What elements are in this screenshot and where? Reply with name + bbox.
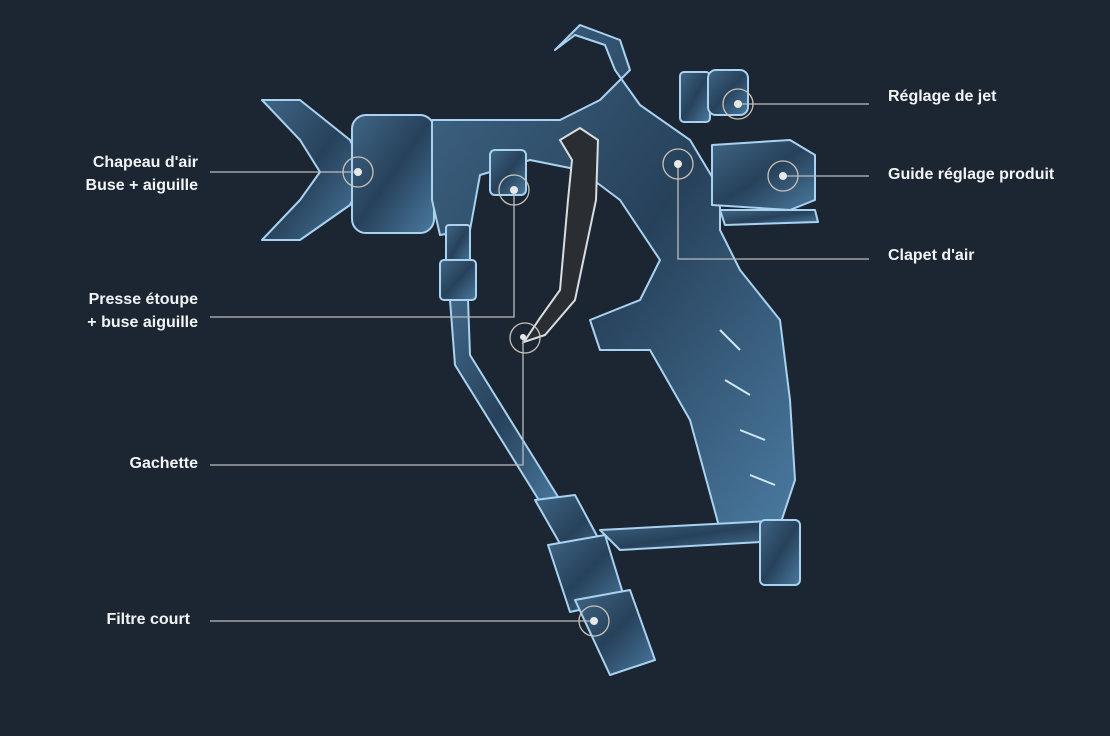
leader-clapet [677,164,869,260]
label-presse: Presse étoupe + buse aiguille [87,288,198,334]
hotspot-reglage[interactable] [722,88,754,120]
leader-gachette [210,338,524,466]
hotspot-filtre[interactable] [578,605,610,637]
label-guide: Guide réglage produit [888,166,1055,183]
hotspot-chapeau[interactable] [342,156,374,188]
hotspot-clapet[interactable] [662,148,694,180]
leader-lines [210,103,869,622]
leader-presse [210,190,515,318]
hotspot-gachette[interactable] [509,322,541,354]
trigger-illustration [521,126,600,344]
label-reglage: Réglage de jet [888,88,997,105]
label-chapeau-line2: Buse + aiguille [85,177,198,194]
label-filtre: Filtre court [106,611,190,628]
hotspot-guide[interactable] [767,160,799,192]
hotspot-markers [342,88,799,637]
label-presse-line2: + buse aiguille [87,314,198,331]
label-gachette: Gachette [129,455,198,472]
label-clapet: Clapet d'air [888,247,975,264]
label-chapeau-line1: Chapeau d'air [92,154,198,171]
label-chapeau: Chapeau d'air Buse + aiguille [86,151,198,197]
label-presse-line1: Presse étoupe [88,291,198,308]
hotspot-presse[interactable] [498,174,530,206]
spray-gun-illustration [261,24,819,676]
